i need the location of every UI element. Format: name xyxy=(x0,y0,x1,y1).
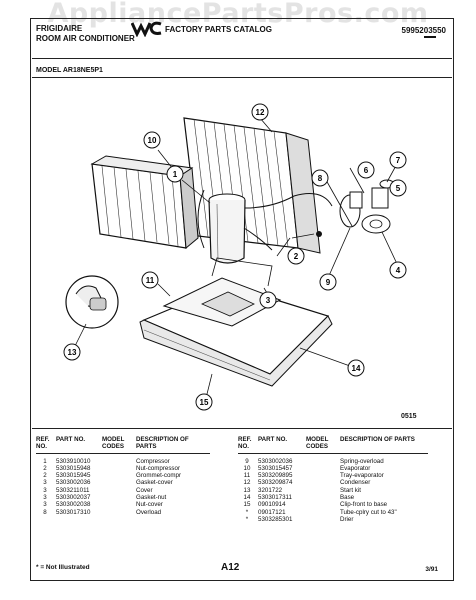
svg-text:11: 11 xyxy=(146,276,155,285)
callout-7: 7 xyxy=(389,151,407,169)
col-ref-no: REF. NO. xyxy=(36,436,56,454)
start-kit-drawing xyxy=(65,275,119,329)
model-label: MODEL AR18NE5P1 xyxy=(36,67,103,74)
col-description: DESCRIPTION OF PARTS xyxy=(136,436,210,454)
wci-logo-icon xyxy=(131,21,162,37)
col-model-codes: MODEL CODES xyxy=(102,436,136,454)
svg-text:4: 4 xyxy=(396,266,401,275)
col-ref-no: REF. NO. xyxy=(238,436,258,454)
brand-name: FRIGIDAIRE xyxy=(36,24,83,33)
header-rule xyxy=(32,58,452,59)
col-part-no: PART NO. xyxy=(56,436,102,454)
svg-text:1: 1 xyxy=(173,170,178,179)
svg-text:7: 7 xyxy=(396,156,401,165)
catalog-title: FACTORY PARTS CATALOG xyxy=(165,25,272,34)
svg-text:12: 12 xyxy=(256,108,265,117)
product-line: ROOM AIR CONDITIONER xyxy=(36,34,135,43)
svg-text:13: 13 xyxy=(68,348,77,357)
svg-text:9: 9 xyxy=(326,278,331,287)
callout-5: 5 xyxy=(389,179,407,197)
page-frame xyxy=(30,18,454,581)
doc-number-mark xyxy=(424,36,436,38)
parts-table-left: REF. NO. PART NO. MODEL CODES DESCRIPTIO… xyxy=(36,436,210,516)
callout-13: 13 xyxy=(63,343,81,361)
svg-text:3: 3 xyxy=(266,296,271,305)
leader-lines xyxy=(73,117,399,399)
svg-text:5: 5 xyxy=(396,184,401,193)
figure-code: 0515 xyxy=(401,413,417,420)
callout-10: 10 xyxy=(143,131,161,149)
svg-text:10: 10 xyxy=(148,136,157,145)
callout-12: 12 xyxy=(251,103,269,121)
document-number: 5995203550 xyxy=(401,26,447,35)
svg-text:14: 14 xyxy=(352,364,361,373)
col-part-no: PART NO. xyxy=(258,436,306,454)
callout-6: 6 xyxy=(357,161,375,179)
not-illustrated-note: * = Not Illustrated xyxy=(36,564,90,571)
model-rule xyxy=(32,77,452,78)
exploded-parts-diagram: 10 12 1 2 3 4 5 6 7 8 9 11 13 14 15 xyxy=(63,103,407,411)
page-number: A12 xyxy=(221,562,240,573)
callout-8: 8 xyxy=(311,169,329,187)
base-and-tray-drawing xyxy=(139,257,333,387)
evaporator-drawing xyxy=(90,155,199,249)
col-model-codes: MODEL CODES xyxy=(306,436,340,454)
compressor-drawing xyxy=(197,189,333,264)
callout-14: 14 xyxy=(347,359,365,377)
callout-2: 2 xyxy=(287,247,305,265)
table-top-rule xyxy=(32,428,452,429)
brand-block: FRIGIDAIRE ROOM AIR CONDITIONER xyxy=(36,24,135,44)
callout-9: 9 xyxy=(319,273,337,291)
col-description: DESCRIPTION OF PARTS xyxy=(340,436,428,454)
callout-1: 1 xyxy=(166,165,184,183)
callout-11: 11 xyxy=(141,271,159,289)
watermark: AppliancePartsPros.com xyxy=(47,0,429,29)
callout-15: 15 xyxy=(195,393,213,411)
revision-date: 3/91 xyxy=(425,566,438,573)
overload-assembly-drawing xyxy=(291,179,395,239)
parts-table-right: REF. NO. PART NO. MODEL CODES DESCRIPTIO… xyxy=(238,436,428,523)
callout-3: 3 xyxy=(259,291,277,309)
svg-text:15: 15 xyxy=(200,398,209,407)
svg-text:2: 2 xyxy=(294,252,299,261)
svg-text:6: 6 xyxy=(364,166,369,175)
callout-4: 4 xyxy=(389,261,407,279)
svg-text:8: 8 xyxy=(318,174,323,183)
